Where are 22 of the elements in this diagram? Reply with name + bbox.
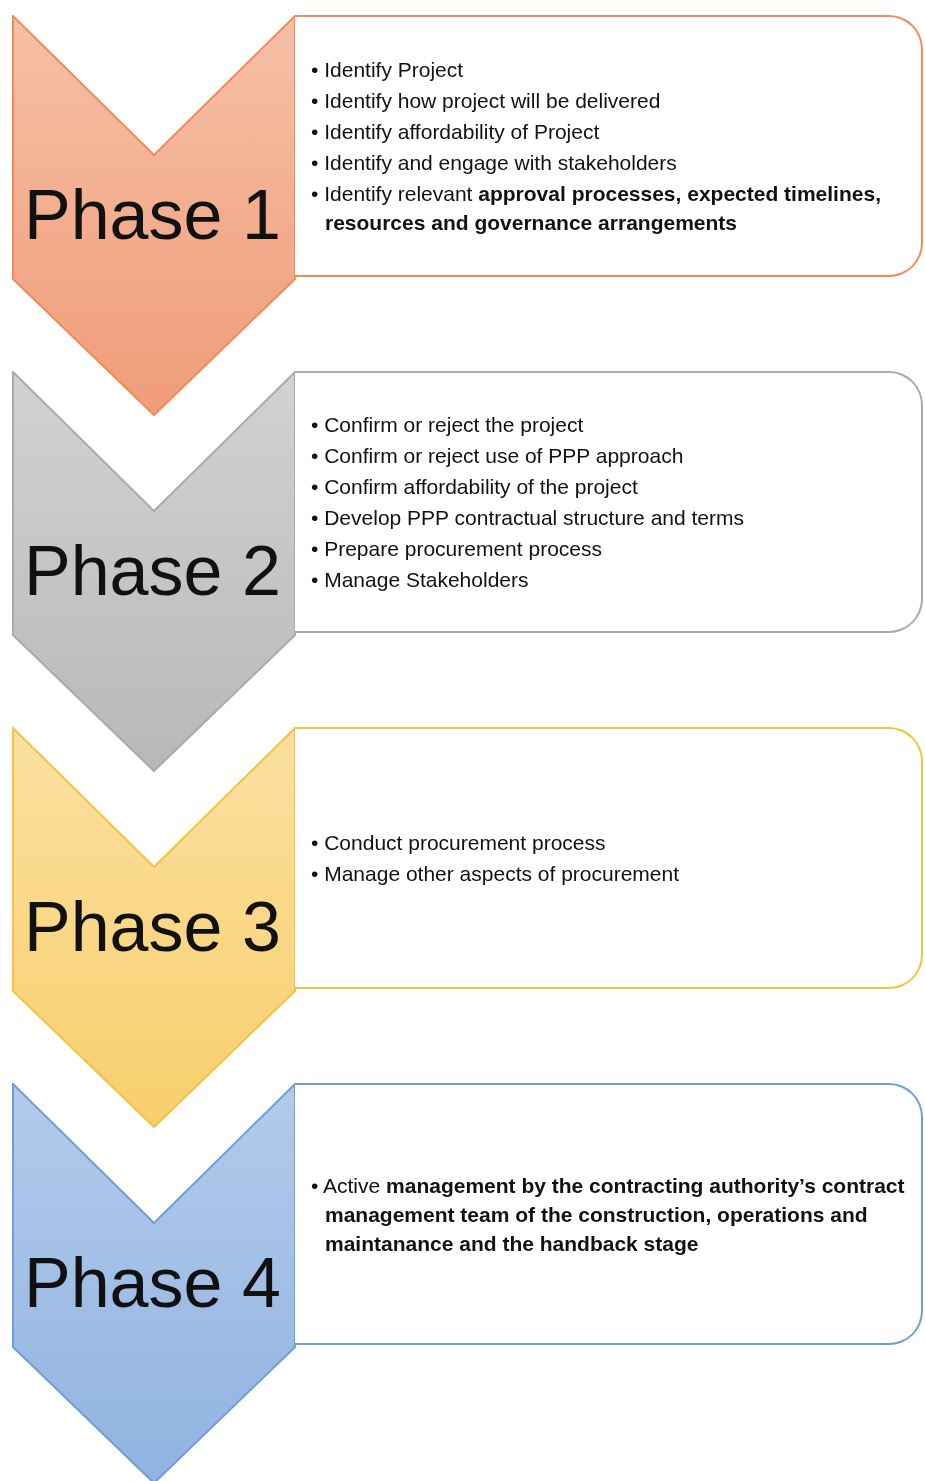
bullet-item: • Identify and engage with stakeholders — [311, 150, 678, 176]
bullet-item: • Active management by the contracting authority’s contract management team of the construction, operations and maintanance and the handback stage — [311, 1172, 906, 1257]
phase-label: Phase 2 — [24, 531, 281, 611]
bullet-item: • Confirm affordability of the project — [311, 474, 639, 500]
text-panel — [295, 727, 923, 989]
text-panel — [295, 15, 923, 277]
bullet-item: • Identify Project — [311, 57, 465, 83]
bullet-item: • Prepare procurement process — [311, 536, 603, 562]
phase-label: Phase 3 — [24, 887, 281, 967]
bullet-item: • Confirm or reject use of PPP approach — [311, 443, 685, 469]
bullet-item: • Identify how project will be delivered — [311, 88, 662, 114]
bullet-item: • Conduct procurement process — [311, 830, 607, 856]
bullet-item: • Confirm or reject the project — [311, 412, 585, 438]
bullet-item: • Manage other aspects of procurement — [311, 861, 680, 887]
phase-label: Phase 4 — [24, 1243, 281, 1323]
bullet-item: • Manage Stakeholders — [311, 567, 530, 593]
bullet-item: • Identify relevant approval processes, expected timelines, resources and governance arrangements — [311, 181, 882, 236]
bullet-item: • Develop PPP contractual structure and terms — [311, 505, 744, 531]
text-panel — [295, 371, 923, 633]
phase-label: Phase 1 — [24, 175, 281, 255]
text-panel — [295, 1083, 923, 1345]
bullet-item: • Identify affordability of Project — [311, 119, 601, 145]
